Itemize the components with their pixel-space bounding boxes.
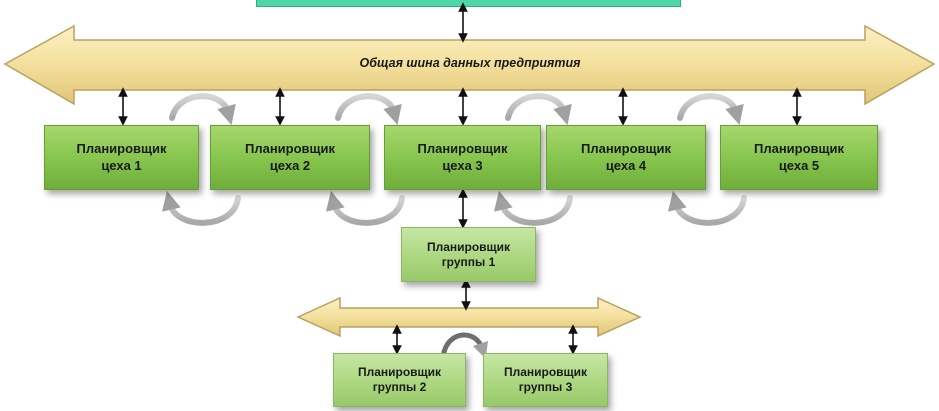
curved-arrow-top-3	[505, 93, 572, 125]
enterprise-bus	[3, 24, 936, 106]
workshop-planner-2: Планировщик цеха 2	[210, 125, 370, 190]
curved-arrow-bottom-2	[325, 190, 405, 226]
curved-arrow-groups	[441, 332, 489, 359]
workshop-planner-2-label: Планировщик цеха 2	[244, 141, 336, 173]
group-planner-1-label: Планировщик группы 1	[426, 239, 511, 269]
workshop-planner-5-label: Планировщик цеха 5	[753, 141, 845, 173]
group-planner-3-label: Планировщик группы 3	[503, 365, 588, 394]
workshop-planner-3-label: Планировщик цеха 3	[417, 141, 508, 173]
group-planner-2: Планировщик группы 2	[333, 353, 466, 407]
workshop-planner-1: Планировщик цеха 1	[44, 125, 199, 190]
curved-arrow-bottom-3	[493, 190, 573, 226]
group-bus	[296, 296, 642, 338]
curved-arrow-bottom-4	[667, 190, 747, 226]
curved-arrows-bottom	[161, 190, 747, 226]
group-planner-1: Планировщик группы 1	[401, 227, 536, 282]
curved-arrows-top	[169, 93, 744, 125]
workshop-planner-4-label: Планировщик цеха 4	[580, 141, 672, 173]
workshop-planner-3: Планировщик цеха 3	[384, 125, 541, 190]
workshop-planner-4: Планировщик цеха 4	[546, 125, 706, 190]
workshop-planner-1-label: Планировщик цеха 1	[76, 141, 167, 173]
curved-arrow-bottom-1	[161, 190, 241, 226]
enterprise-bus-arrow	[3, 24, 936, 106]
workshop-planner-5: Планировщик цеха 5	[720, 125, 878, 190]
top-system-block	[256, 0, 681, 7]
group-bus-arrow	[296, 296, 642, 338]
enterprise-bus-label: Общая шина данных предприятия	[359, 56, 581, 70]
curved-arrow-top-1	[169, 93, 236, 125]
group-planner-2-label: Планировщик группы 2	[357, 365, 442, 394]
group-planner-3: Планировщик группы 3	[483, 353, 608, 407]
curved-arrow-top-2	[335, 93, 402, 125]
curved-arrow-top-4	[677, 93, 744, 125]
